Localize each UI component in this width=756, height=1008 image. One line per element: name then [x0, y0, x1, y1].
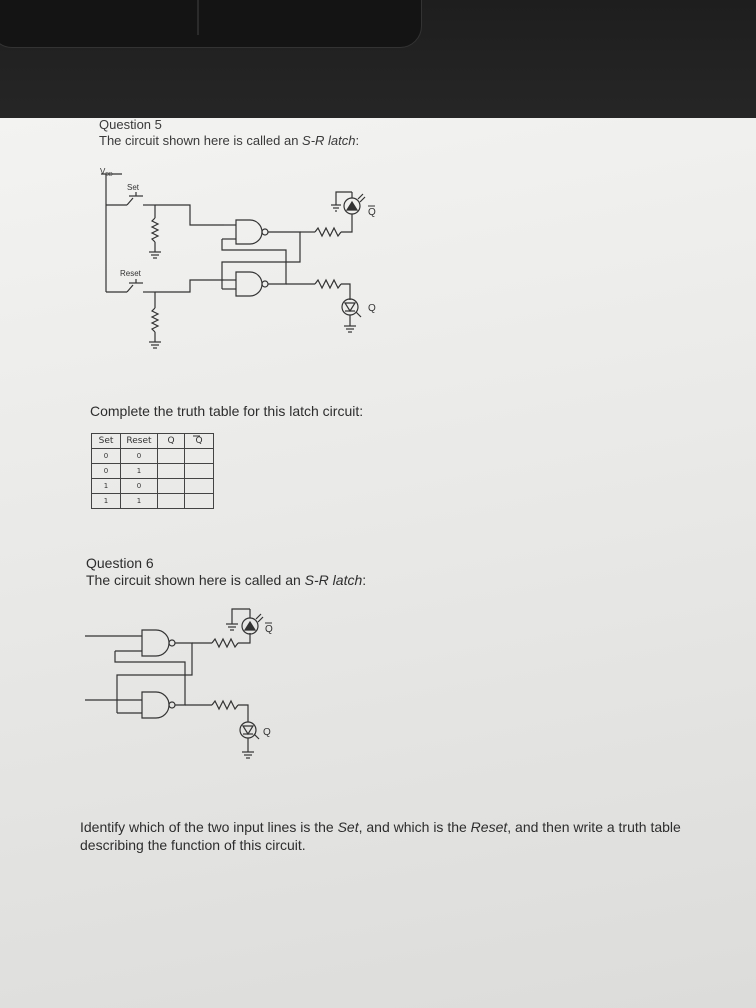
cell-qbar[interactable]: [184, 493, 214, 509]
qbar-output-label: Q: [368, 207, 376, 218]
header-q: Q: [157, 433, 185, 449]
set-label: Set: [127, 183, 140, 192]
cell-qbar[interactable]: [184, 448, 214, 464]
question-6-title: Question 6: [86, 555, 154, 571]
laptop-lid: [0, 0, 422, 48]
background-desk: [0, 0, 756, 120]
cell-set: 0: [91, 448, 121, 464]
table-row: 0 0: [91, 448, 214, 464]
nand-gate-bottom-6: [141, 691, 170, 719]
output-resistor-qbar-6: [211, 637, 239, 649]
identify-p2: , and which is the: [358, 819, 471, 835]
identify-set: Set: [337, 819, 359, 835]
output-resistor-q: [314, 278, 342, 290]
complete-instructions: Complete the truth table for this latch …: [90, 403, 364, 419]
output-resistor-qbar: [314, 226, 342, 238]
qbar-output-label-6: Q: [265, 624, 273, 635]
pulldown-resistor-2: [150, 307, 160, 333]
nand-gate-top: [235, 219, 263, 245]
q5-sub-prefix: The circuit shown here is called an: [99, 133, 303, 148]
set-switch: [126, 192, 155, 206]
question-5-subtitle: The circuit shown here is called an S-R …: [99, 133, 359, 148]
reset-switch: [126, 279, 155, 293]
header-reset: Reset: [120, 433, 158, 449]
led-qbar: [331, 191, 366, 215]
circuit-6: [85, 608, 264, 759]
nand-gate-top-6: [141, 629, 170, 657]
circuit-5: [101, 173, 366, 349]
cell-q[interactable]: [157, 463, 185, 479]
table-row: 1 1: [91, 493, 214, 509]
nand-gate-bottom: [235, 271, 263, 297]
reset-label: Reset: [120, 269, 142, 278]
cell-q[interactable]: [157, 493, 185, 509]
cell-qbar[interactable]: [184, 463, 214, 479]
question-6-subtitle: The circuit shown here is called an S-R …: [86, 572, 366, 588]
identify-p1: Identify which of the two input lines is…: [80, 819, 338, 835]
cell-set: 1: [91, 493, 121, 509]
q-output-label: Q: [368, 303, 376, 314]
output-resistor-q-6: [211, 699, 239, 711]
cell-qbar[interactable]: [184, 478, 214, 494]
led-q: [341, 298, 362, 333]
cell-reset: 1: [120, 493, 158, 509]
cell-set: 1: [91, 478, 121, 494]
q6-sub-italic: S-R latch: [304, 572, 363, 588]
led-qbar-6: [226, 608, 264, 635]
worksheet-page: [0, 118, 756, 1008]
cell-q[interactable]: [157, 448, 185, 464]
table-row: 1 0: [91, 478, 214, 494]
header-qbar: Q: [184, 433, 214, 449]
cell-reset: 0: [120, 448, 158, 464]
header-set: Set: [91, 433, 121, 449]
cell-reset: 0: [120, 478, 158, 494]
question-5-title: Question 5: [99, 117, 162, 132]
q5-sub-italic: S-R latch: [302, 133, 356, 148]
truth-table: Set Reset Q Q 0 0 0 1 1 0 1 1: [91, 433, 214, 509]
q6-sub-prefix: The circuit shown here is called an: [86, 572, 305, 588]
cell-set: 0: [91, 463, 121, 479]
identify-p3: , and then write a truth table describin…: [80, 819, 681, 853]
pulldown-resistor-1: [150, 217, 160, 243]
cell-reset: 1: [120, 463, 158, 479]
q5-sub-suffix: :: [355, 133, 360, 148]
q6-sub-suffix: :: [362, 572, 367, 588]
lid-seam: [197, 0, 199, 35]
q-output-label-6: Q: [263, 727, 271, 738]
identify-instructions: Identify which of the two input lines is…: [80, 818, 720, 854]
table-row: 0 1: [91, 463, 214, 479]
cell-q[interactable]: [157, 478, 185, 494]
identify-reset: Reset: [470, 819, 508, 835]
led-q-6: [239, 721, 260, 759]
truth-table-header: Set Reset Q Q: [91, 433, 214, 449]
vdd-label: VDD: [100, 167, 113, 178]
